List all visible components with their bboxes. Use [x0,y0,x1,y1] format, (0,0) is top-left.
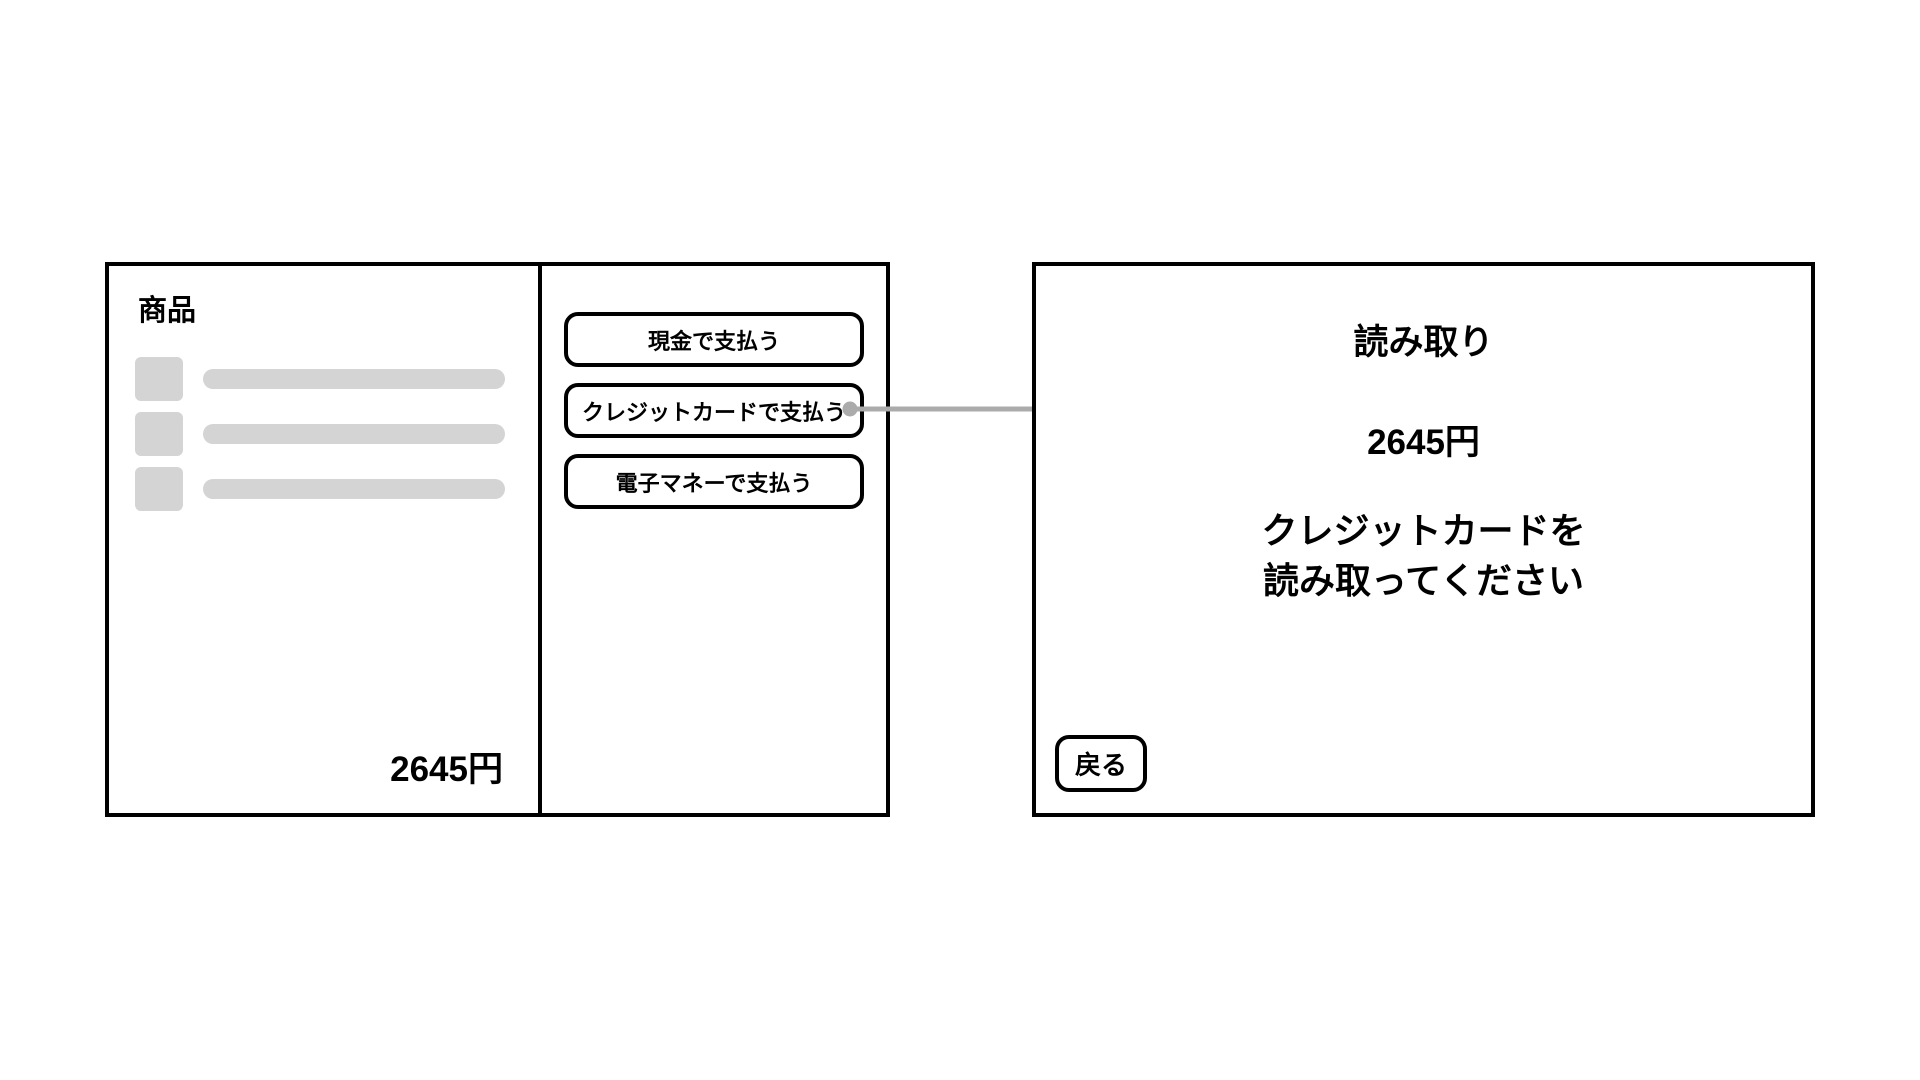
product-thumbnail-placeholder [135,467,183,511]
product-name-placeholder [203,369,505,389]
product-thumbnail-placeholder [135,412,183,456]
product-list [135,357,505,511]
product-placeholder-row [135,412,505,456]
reading-title: 読み取り [1353,323,1494,362]
total-amount: 2645円 [390,750,503,789]
pay-credit-card-button[interactable]: クレジットカードで支払う [564,383,864,438]
back-button[interactable]: 戻る [1055,735,1147,792]
products-title: 商品 [138,295,197,327]
payment-method-panel: 現金で支払う クレジットカードで支払う 電子マネーで支払う [538,266,886,813]
instruction-line-1: クレジットカードを [1261,510,1586,551]
pay-emoney-button[interactable]: 電子マネーで支払う [564,454,864,509]
reading-amount: 2645円 [1367,423,1480,462]
product-name-placeholder [203,424,505,444]
reading-instruction: クレジットカードを 読み取ってください [1036,506,1811,606]
instruction-line-2: 読み取ってください [1262,560,1585,601]
product-placeholder-row [135,467,505,511]
card-reading-screen: 読み取り 2645円 クレジットカードを 読み取ってください 戻る [1032,262,1815,817]
pay-cash-button[interactable]: 現金で支払う [564,312,864,367]
product-placeholder-row [135,357,505,401]
product-name-placeholder [203,479,505,499]
product-thumbnail-placeholder [135,357,183,401]
checkout-screen: 商品 2645円 現金で支払う クレジットカードで支払う 電子マネーで支払う [105,262,890,817]
products-panel: 商品 2645円 [109,266,538,813]
